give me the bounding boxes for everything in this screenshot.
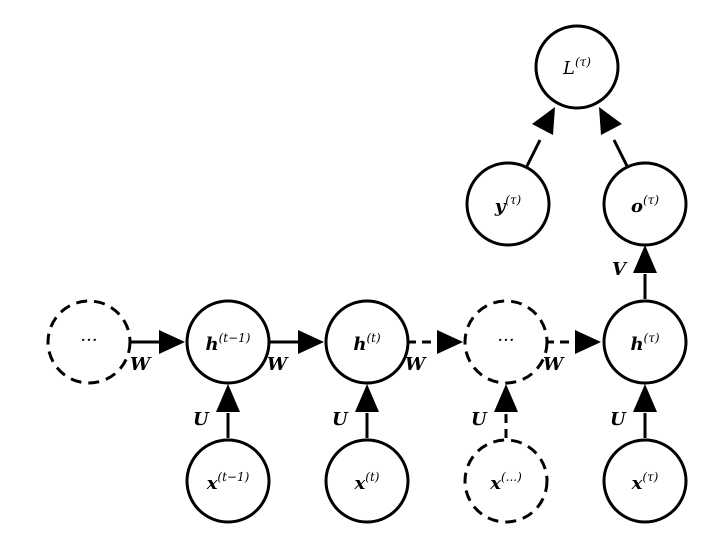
edge-xprev-to-hprev [216,384,240,438]
edge-ht-to-mid [407,330,463,354]
node-label: ··· [80,330,97,351]
arrowhead [159,330,185,354]
edge-left-to-hprev [130,330,185,354]
edge-label-w: W [267,354,289,375]
edge-htau-to-otau [633,245,657,299]
node-label: ··· [497,330,514,351]
node-o-tau: o(τ) [602,161,688,247]
node-l-tau: L(τ) [534,24,620,110]
arrowhead [532,107,555,135]
edge-label-u: U [332,409,349,430]
edge-otau-to-ltau [599,107,629,167]
edge-hprev-to-ht [269,330,324,354]
edge-label-u: U [193,409,210,430]
edge-xtau-to-htau [633,384,657,438]
edge-label-w: W [405,354,427,375]
edge-ytau-to-ltau [525,107,555,167]
node-label: x(t) [354,470,380,494]
node-ellipsis-left: ··· [46,299,132,385]
edge-label-u: U [471,409,488,430]
node-h-prev: h(t−1) [185,299,271,385]
edge-xt-to-ht [355,384,379,438]
edge-mid-to-htau [545,330,601,354]
arrowhead [216,384,240,412]
node-label: h(t−1) [206,331,251,355]
edge-xmid-to-mid [494,384,518,438]
edge-label-w: W [130,354,152,375]
arrowhead [494,384,518,412]
node-y-tau: y(τ) [465,161,551,247]
node-ellipsis-mid: ··· [463,299,549,385]
edge-label-u: U [610,409,627,430]
node-x-tau: x(τ) [602,438,688,524]
node-label: L(τ) [562,55,591,79]
node-x-prev: x(t−1) [185,438,271,524]
node-label: h(t) [353,331,381,355]
arrowhead [599,107,622,135]
node-h-tau: h(τ) [602,299,688,385]
arrowhead [355,384,379,412]
arrowhead [575,330,601,354]
arrowhead [437,330,463,354]
arrowhead [633,245,657,273]
node-h-t: h(t) [324,299,410,385]
arrowhead [633,384,657,412]
edge-label-w: W [543,354,565,375]
edge-label-v: V [612,259,628,280]
node-label: x(τ) [631,470,659,494]
node-x-t: x(t) [324,438,410,524]
arrowhead [298,330,324,354]
node-label: h(τ) [630,331,659,355]
node-x-mid: x(...) [463,438,549,524]
node-label: x(...) [489,470,522,494]
node-label: o(τ) [631,193,659,217]
node-label: y(τ) [494,193,522,217]
node-label: x(t−1) [206,470,250,494]
